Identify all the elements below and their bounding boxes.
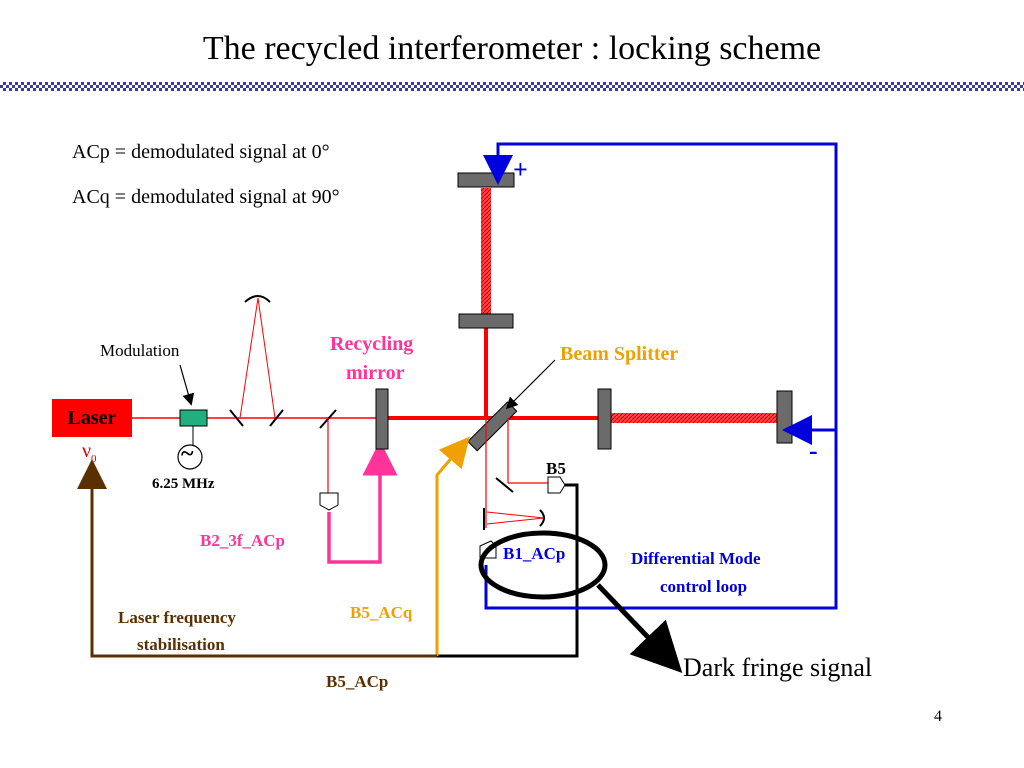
bs-pointer bbox=[505, 359, 556, 410]
diff-mode-label-1: Differential Mode bbox=[631, 549, 761, 568]
west-input-mirror bbox=[597, 388, 612, 450]
b5-label: B5 bbox=[546, 459, 566, 478]
b2-photodiode bbox=[319, 492, 339, 511]
north-end-mirror bbox=[457, 172, 515, 188]
b5-acq-label: B5_ACq bbox=[350, 603, 413, 622]
oscillator-icon bbox=[177, 444, 203, 470]
beam-splitter bbox=[467, 401, 518, 452]
definition-acq: ACq = demodulated signal at 90° bbox=[72, 186, 340, 208]
recycling-mirror bbox=[375, 388, 389, 450]
north-arm-cavity bbox=[481, 188, 491, 314]
b2-label: B2_3f_ACp bbox=[200, 531, 286, 550]
b1-label: B1_ACp bbox=[503, 544, 566, 563]
mc-mirror-2 bbox=[269, 409, 284, 427]
west-end-mirror bbox=[776, 390, 793, 444]
dm-loop-upper bbox=[483, 142, 838, 430]
west-arm-cavity bbox=[611, 413, 779, 423]
minus-sign: - bbox=[809, 436, 818, 465]
diff-mode-label-2: control loop bbox=[660, 577, 748, 596]
modulator bbox=[179, 409, 208, 427]
freq-label: 6.25 MHz bbox=[152, 476, 215, 492]
mc-mirror-1 bbox=[229, 409, 244, 427]
modulation-pointer bbox=[179, 364, 195, 406]
page-title: The recycled interferometer : locking sc… bbox=[202, 30, 822, 67]
recycling-mirror-label-1: Recycling bbox=[330, 333, 414, 355]
laser-stab-label-1: Laser frequency bbox=[118, 608, 236, 627]
omc-beam-1 bbox=[486, 511, 545, 519]
dark-fringe-arrow bbox=[596, 583, 683, 674]
definition-acp: ACp = demodulated signal at 0° bbox=[72, 141, 330, 163]
recycling-mirror-label-2: mirror bbox=[346, 362, 405, 384]
title-rule bbox=[0, 82, 1024, 91]
mc-mirror-curved bbox=[244, 295, 271, 303]
dark-fringe-label: Dark fringe signal bbox=[683, 653, 873, 682]
dm-loop-lower bbox=[484, 415, 838, 610]
b5-photodiode bbox=[547, 476, 566, 494]
beam-splitter-label: Beam Splitter bbox=[560, 343, 679, 365]
b5-acp-label: B5_ACp bbox=[326, 672, 389, 691]
modulation-label: Modulation bbox=[100, 341, 180, 360]
b2-pink-loop bbox=[327, 440, 398, 564]
slide-number: 4 bbox=[934, 708, 942, 725]
nu0-label: ν0 bbox=[82, 440, 97, 465]
mc-beam-2 bbox=[257, 297, 276, 419]
b5-pickoff-mirror bbox=[495, 477, 514, 493]
dark-fringe-ellipse bbox=[478, 530, 608, 600]
omc-beam-2 bbox=[486, 517, 545, 525]
laser-stab-loop bbox=[77, 459, 437, 658]
north-input-mirror bbox=[458, 313, 514, 329]
laser-box: Laser bbox=[52, 399, 132, 437]
mc-beam-1 bbox=[239, 297, 259, 419]
b5-black-loop bbox=[437, 483, 579, 658]
tilde-icon: ~ bbox=[181, 441, 194, 467]
plus-sign: + bbox=[513, 155, 528, 184]
b5-orange-loop bbox=[435, 436, 470, 656]
laser-stab-label-2: stabilisation bbox=[137, 635, 225, 654]
